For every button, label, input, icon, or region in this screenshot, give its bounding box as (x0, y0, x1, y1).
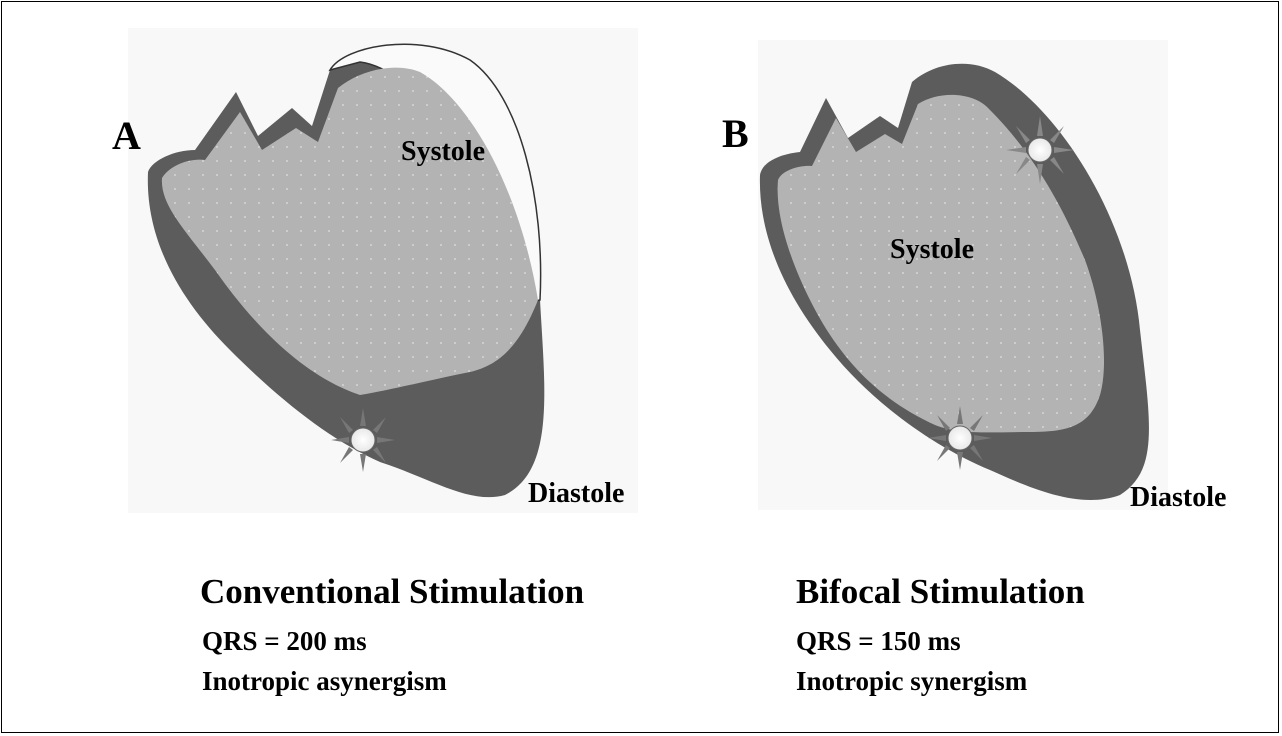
panel-b-letter: B (722, 114, 749, 154)
panel-a-letter: A (112, 116, 141, 156)
pacing-spark-b-apex (928, 406, 992, 470)
panel-a-title: Conventional Stimulation (200, 574, 584, 609)
systole-label-b: Systole (890, 236, 974, 264)
systole-label-a: Systole (401, 138, 485, 166)
pacing-spark-a (331, 408, 395, 472)
heart-b (758, 40, 1168, 510)
panel-b-title: Bifocal Stimulation (796, 574, 1085, 609)
panel-b-qrs: QRS = 150 ms (796, 628, 961, 655)
panel-b-description: Inotropic synergism (796, 668, 1027, 695)
heart-a (128, 28, 638, 513)
diastole-label-b: Diastole (1130, 484, 1226, 512)
diastole-label-a: Diastole (528, 480, 624, 508)
panel-a-qrs: QRS = 200 ms (202, 628, 367, 655)
panel-a-description: Inotropic asynergism (202, 668, 447, 695)
